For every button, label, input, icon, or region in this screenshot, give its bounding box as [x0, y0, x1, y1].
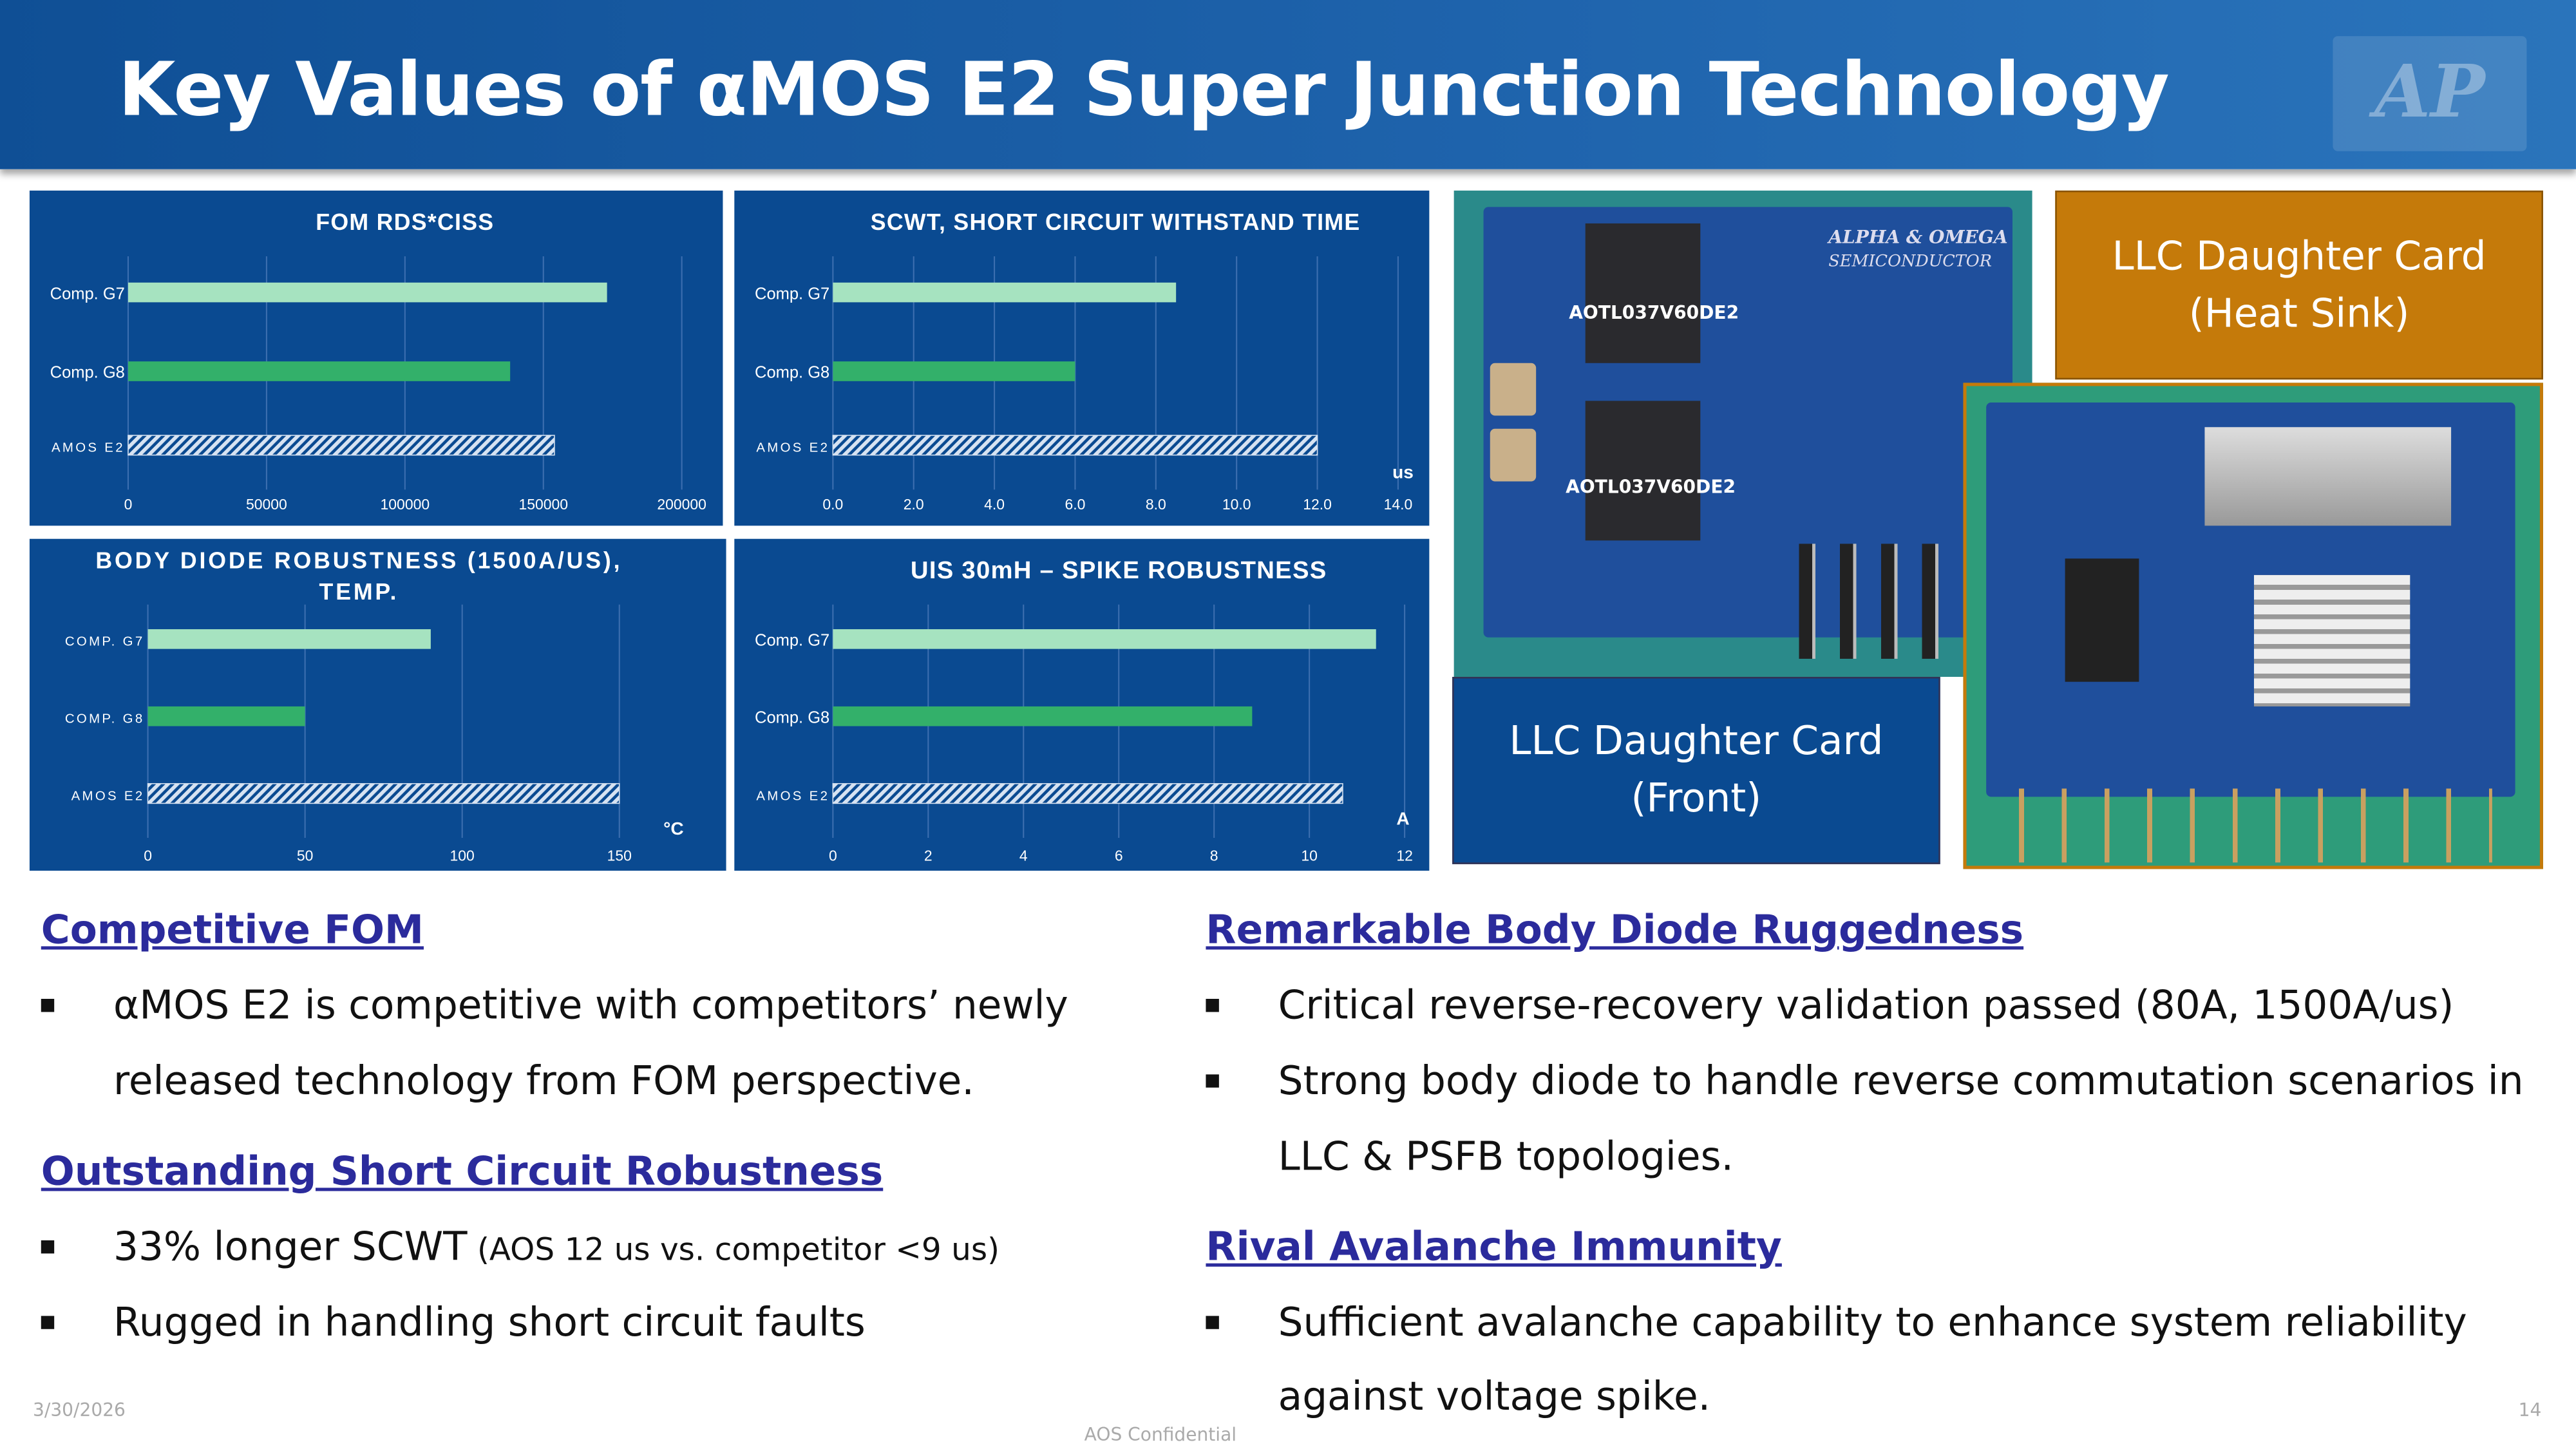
heatsink-caption: LLC Daughter Card (Heat Sink): [2055, 190, 2543, 380]
tick-label: 50: [297, 848, 314, 864]
bar-amos-e2: [832, 435, 1318, 456]
heading-body-diode: Remarkable Body Diode Ruggedness: [1206, 907, 2024, 953]
slide-title: Key Values of αMOS E2 Super Junction Tec…: [118, 46, 2170, 133]
bar-amos-e2: [128, 435, 555, 456]
category-label: Comp. G8: [755, 364, 829, 382]
silkscreen-brand: SEMICONDUCTOR: [1828, 252, 1992, 271]
bar-comp-g8: [128, 361, 511, 381]
bullet-text: 33% longer SCWT: [113, 1224, 468, 1270]
bar-comp-g7: [147, 629, 431, 649]
tick-label: 12.0: [1303, 496, 1332, 513]
tick-label: 14.0: [1384, 496, 1413, 513]
bullet-text: Sufficient avalanche capability to enhan…: [1278, 1299, 2467, 1346]
tick-label: 6: [1115, 848, 1123, 864]
tick-label: 12: [1396, 848, 1413, 864]
company-logo: AP: [2333, 36, 2527, 151]
caption-line: LLC Daughter Card: [2112, 232, 2486, 279]
bullet-text: LLC & PSFB topologies.: [1278, 1133, 1734, 1180]
chart-uis: 0 2 4 6 8 10 12 UIS 30mH – SPIKE ROBUSTNESS Comp…: [734, 538, 1430, 871]
category-label: Comp. G7: [755, 632, 829, 650]
tick-label: 0.0: [822, 496, 843, 513]
unit-label: A: [1396, 809, 1409, 829]
category-label: Comp. G7: [50, 285, 125, 303]
tick-label: 8.0: [1146, 496, 1166, 513]
chart-title: SCWT, SHORT CIRCUIT WITHSTAND TIME: [871, 209, 1361, 235]
part-label: AOTL037V60DE2: [1566, 476, 1736, 498]
bullet-text: released technology from FOM perspective…: [113, 1057, 974, 1104]
tick-label: 50000: [246, 496, 287, 513]
caption-line: (Heat Sink): [2188, 290, 2410, 336]
heading-competitive-fom: Competitive FOM: [41, 907, 424, 953]
tick-label: 10.0: [1222, 496, 1251, 513]
bar-amos-e2: [147, 783, 620, 804]
tick-label: 2: [924, 848, 933, 864]
heat-sink: [2253, 574, 2410, 706]
chart-title: UIS 30mH – SPIKE ROBUSTNESS: [911, 556, 1327, 584]
tick-label: 200000: [657, 496, 706, 513]
front-caption: LLC Daughter Card (Front): [1452, 677, 1940, 864]
silkscreen-brand: ALPHA & OMEGA: [1828, 227, 2008, 249]
mosfet-chip: [1585, 401, 1701, 541]
category-label: Comp. G8: [755, 708, 829, 726]
category-label: AMOS E2: [52, 441, 125, 455]
footer-confidential: AOS Confidential: [1084, 1424, 1237, 1446]
bar-comp-g8: [833, 361, 1075, 381]
category-label: AMOS E2: [756, 789, 829, 803]
caption-line: (Front): [1631, 775, 1762, 822]
category-label: COMP. G7: [65, 635, 145, 649]
bar-comp-g7: [833, 629, 1376, 649]
bullet-text: Critical reverse-recovery validation pas…: [1278, 982, 2454, 1028]
unit-label: us: [1392, 462, 1414, 482]
bullet-text: Rugged in handling short circuit faults: [113, 1299, 866, 1346]
chart-title: TEMP.: [319, 579, 399, 605]
part-label: AOTL037V60DE2: [1569, 302, 1739, 324]
tick-label: 8: [1210, 848, 1218, 864]
title-bar: Key Values of αMOS E2 Super Junction Tec…: [0, 0, 2576, 169]
mosfet-chip: [1585, 223, 1701, 363]
tick-label: 150000: [518, 496, 568, 513]
tick-label: 10: [1301, 848, 1318, 864]
bullet-text: αMOS E2 is competitive with competitors’…: [113, 982, 1068, 1028]
pcb-front-photo: AOTL037V60DE2 AOTL037V60DE2 ALPHA & OMEG…: [1454, 190, 2032, 677]
ic-chip: [2065, 558, 2139, 682]
chart-title: BODY DIODE ROBUSTNESS (1500A/US),: [95, 548, 622, 574]
page-number: 14: [2518, 1399, 2542, 1421]
tick-label: 4.0: [984, 496, 1005, 513]
heading-avalanche: Rival Avalanche Immunity: [1206, 1224, 1782, 1270]
tick-label: 150: [607, 848, 632, 864]
bar-comp-g8: [147, 706, 305, 726]
bar-comp-g7: [833, 282, 1177, 303]
tick-label: 0: [829, 848, 837, 864]
chart-scwt: 0.0 2.0 4.0 6.0 8.0 10.0 12.0 14.0 SCWT, SHORT C…: [734, 190, 1430, 526]
category-label: COMP. G8: [65, 712, 145, 726]
chart-title: FOM RDS*CISS: [316, 209, 494, 235]
pcb-heatsink-photo: [1963, 383, 2543, 869]
tick-label: 6.0: [1065, 496, 1086, 513]
unit-label: °C: [663, 819, 683, 838]
caption-line: LLC Daughter Card: [1509, 717, 1884, 764]
category-label: Comp. G7: [755, 285, 829, 303]
footer-date: 3/30/2026: [33, 1399, 126, 1421]
bar-comp-g8: [833, 706, 1253, 726]
bullet-text: Strong body diode to handle reverse comm…: [1278, 1057, 2524, 1104]
bullet-note: (AOS 12 us vs. competitor <9 us): [467, 1232, 1000, 1269]
category-label: AMOS E2: [71, 789, 145, 803]
chart-fom: 0 50000 100000 150000 200000 FOM RDS*CISS Comp…: [29, 190, 723, 526]
bar-amos-e2: [832, 783, 1343, 804]
heading-short-circuit: Outstanding Short Circuit Robustness: [41, 1148, 884, 1195]
tick-label: 4: [1019, 848, 1028, 864]
bar-comp-g7: [128, 282, 607, 303]
tick-label: 2.0: [904, 496, 924, 513]
tick-label: 0: [144, 848, 152, 864]
chart-body-diode: 0 50 100 150 BODY DIODE ROBUSTNESS (1500A/US…: [29, 538, 726, 871]
bullet-text: against voltage spike.: [1278, 1373, 1711, 1420]
tick-label: 100000: [381, 496, 430, 513]
category-label: Comp. G8: [50, 364, 125, 382]
heat-sink: [2204, 427, 2452, 526]
tick-label: 0: [124, 496, 133, 513]
tick-label: 100: [450, 848, 475, 864]
category-label: AMOS E2: [756, 441, 829, 455]
